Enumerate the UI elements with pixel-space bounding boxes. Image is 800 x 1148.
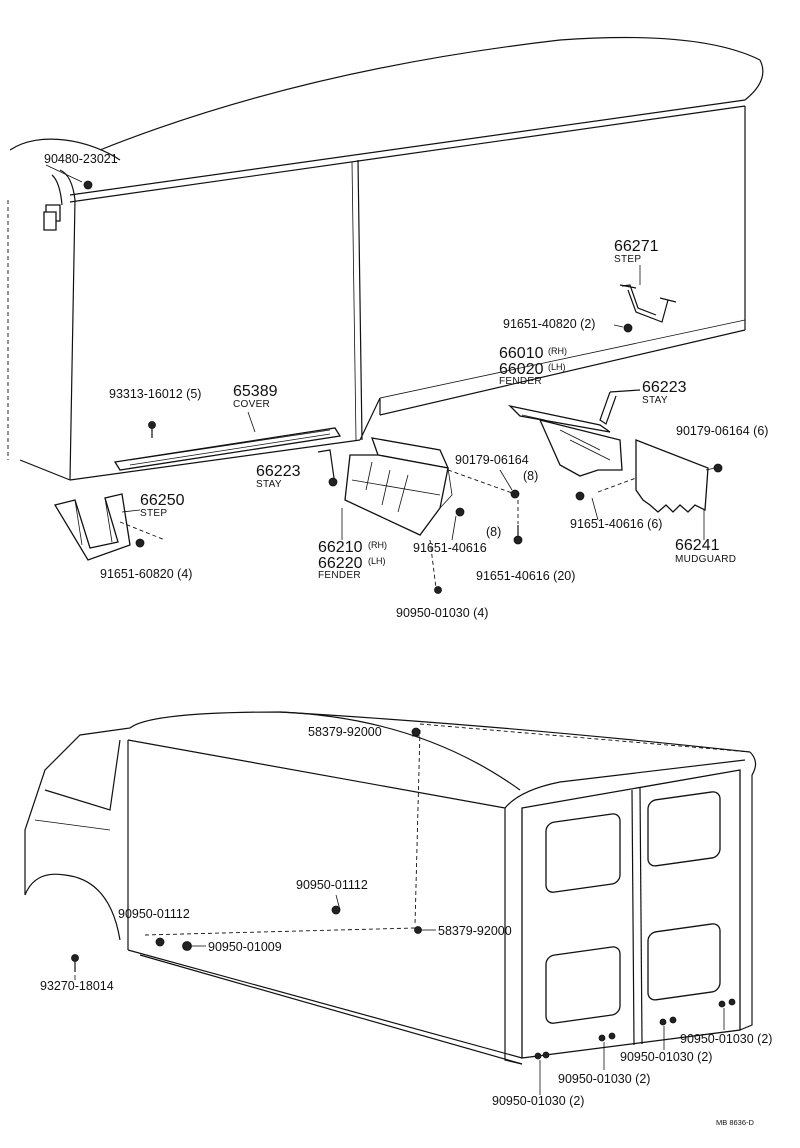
stay-66223-left-icon bbox=[318, 450, 337, 486]
screw-93313-16012-icon bbox=[149, 422, 156, 439]
bolt-91651-60820-icon bbox=[136, 539, 144, 547]
leader-lines bbox=[75, 325, 715, 980]
label-91651-40616-20: 91651-40616 (20) bbox=[476, 569, 575, 583]
label-58379-92000-top: 58379-92000 bbox=[308, 725, 382, 739]
screw-93270-18014-icon bbox=[72, 955, 79, 973]
bolt-91651-40616-6-icon bbox=[576, 492, 584, 500]
mudguard-66241-icon bbox=[636, 440, 708, 512]
label-66241: 66241 bbox=[675, 537, 720, 554]
label-66020-lh: (LH) bbox=[548, 362, 566, 372]
label-91651-60820: 91651-60820 (4) bbox=[100, 567, 192, 581]
label-90950-01009: 90950-01009 bbox=[208, 940, 282, 954]
label-90950-01030-2a: 90950-01030 (2) bbox=[680, 1032, 772, 1046]
bolt-91651-40616-20-icon bbox=[514, 525, 522, 544]
label-90179-06164-right: 90179-06164 (6) bbox=[676, 424, 768, 438]
label-90179-06164-center-qty: (8) bbox=[523, 469, 538, 483]
label-66223-right: 66223 bbox=[642, 379, 687, 396]
label-90950-01030-2c: 90950-01030 (2) bbox=[558, 1072, 650, 1086]
fender-66010-icon bbox=[510, 406, 622, 476]
label-93270-18014: 93270-18014 bbox=[40, 979, 114, 993]
label-90950-01030-2d: 90950-01030 (2) bbox=[492, 1094, 584, 1108]
label-91651-40616-8-qty: (8) bbox=[486, 525, 501, 539]
label-66220: 66220 bbox=[318, 555, 363, 572]
clip-58379-92000-top-icon bbox=[412, 728, 420, 736]
label-58379-92000-side: 58379-92000 bbox=[438, 924, 512, 938]
drawing-code: MB 8636-D bbox=[716, 1118, 755, 1127]
washer-90179-06164-right-icon bbox=[714, 464, 722, 472]
cover-65389-strip-icon bbox=[115, 412, 340, 470]
screw-90950-01030-4-icon bbox=[435, 587, 442, 594]
label-66250-sub: STEP bbox=[140, 508, 167, 519]
step-66271-bracket-icon bbox=[620, 265, 676, 322]
bolt-91651-40820-icon bbox=[624, 324, 632, 332]
label-90950-01112-right: 90950-01112 bbox=[296, 878, 368, 892]
label-90950-01030-4: 90950-01030 (4) bbox=[396, 606, 488, 620]
label-66210-sub: FENDER bbox=[318, 570, 361, 581]
label-66210-rh: (RH) bbox=[368, 540, 387, 550]
callout-labels: 90480-23021 66271 STEP 91651-40820 (2) 6… bbox=[40, 152, 772, 1127]
label-66220-lh: (LH) bbox=[368, 556, 386, 566]
label-66210: 66210 bbox=[318, 539, 363, 556]
label-66020: 66020 bbox=[499, 361, 544, 378]
plugs-90950-01030-bottom-icons bbox=[535, 999, 735, 1059]
label-66223-left: 66223 bbox=[256, 463, 301, 480]
label-65389-sub: COVER bbox=[233, 399, 270, 410]
bolt-90480-23021-icon bbox=[84, 181, 92, 189]
upper-body-panel bbox=[8, 38, 763, 481]
label-91651-40616-8: 91651-40616 bbox=[413, 541, 487, 555]
lower-van-body bbox=[25, 712, 756, 1064]
label-90480-23021: 90480-23021 bbox=[44, 152, 118, 166]
step-66250-bracket-icon bbox=[55, 494, 130, 560]
label-66250: 66250 bbox=[140, 492, 185, 509]
stay-66223-right-icon bbox=[600, 390, 640, 424]
nut-90950-01112-left-icon bbox=[156, 938, 164, 946]
nut-90950-01112-right-icon bbox=[332, 906, 340, 914]
label-66241-sub: MUDGUARD bbox=[675, 554, 736, 565]
label-66223-left-sub: STAY bbox=[256, 479, 282, 490]
label-91651-40616-6: 91651-40616 (6) bbox=[570, 517, 662, 531]
label-90179-06164-center: 90179-06164 bbox=[455, 453, 529, 467]
fender-66210-icon bbox=[345, 438, 452, 535]
label-66271: 66271 bbox=[614, 238, 659, 255]
label-90950-01112-left: 90950-01112 bbox=[118, 907, 190, 921]
label-66010-rh: (RH) bbox=[548, 346, 567, 356]
label-66010: 66010 bbox=[499, 345, 544, 362]
label-66271-sub: STEP bbox=[614, 254, 641, 265]
label-90950-01030-2b: 90950-01030 (2) bbox=[620, 1050, 712, 1064]
label-93313-16012: 93313-16012 (5) bbox=[109, 387, 201, 401]
label-91651-40820: 91651-40820 (2) bbox=[503, 317, 595, 331]
label-66223-right-sub: STAY bbox=[642, 395, 668, 406]
label-65389: 65389 bbox=[233, 383, 278, 400]
bolt-91651-40616-8-icon bbox=[456, 508, 464, 516]
label-66010-sub: FENDER bbox=[499, 376, 542, 387]
